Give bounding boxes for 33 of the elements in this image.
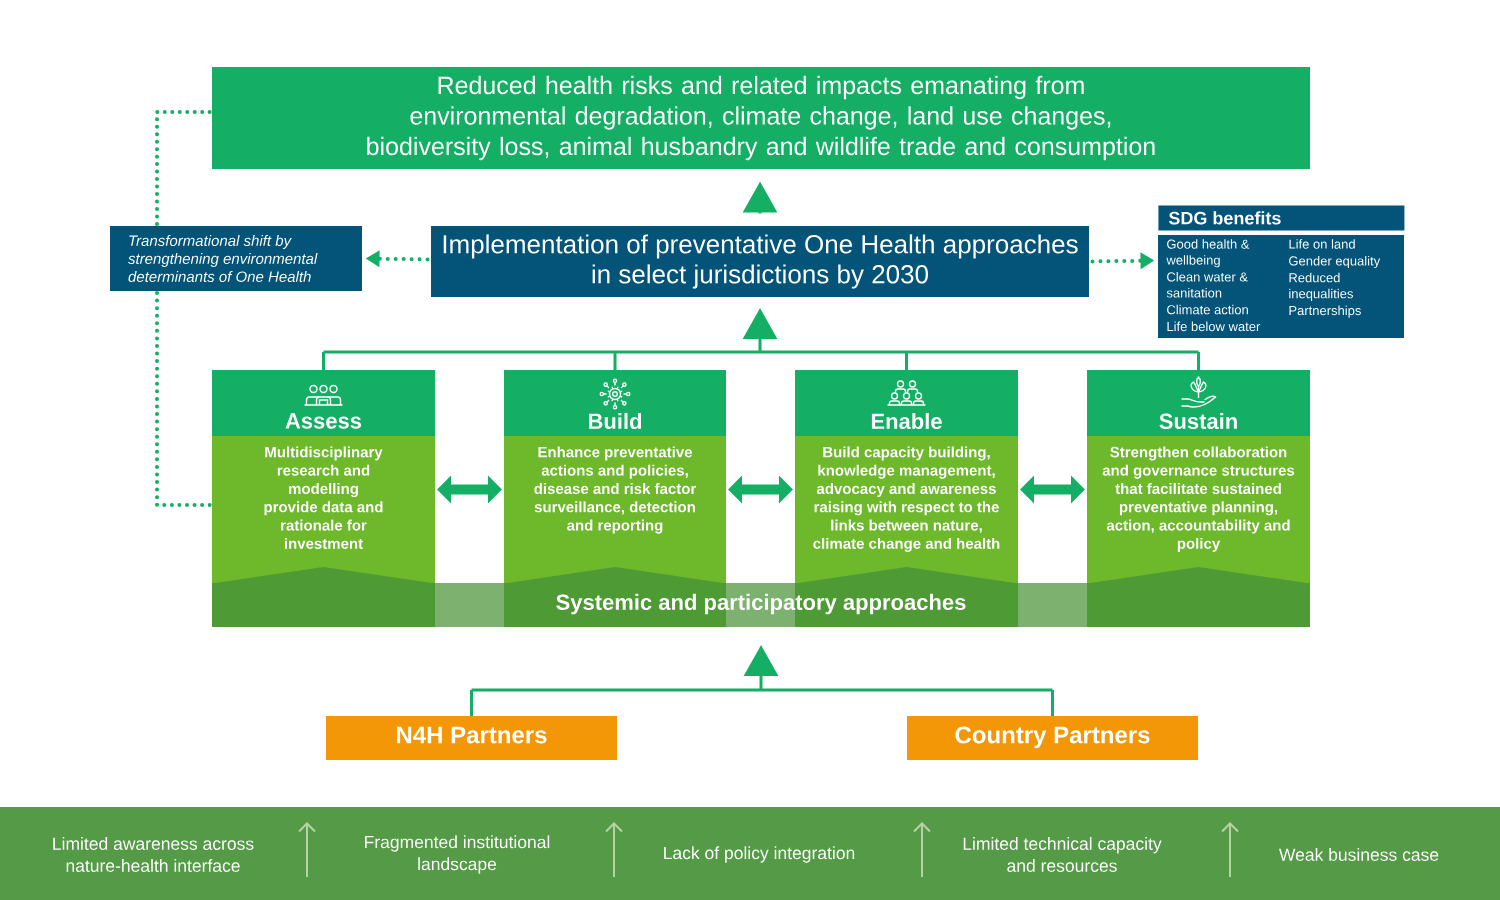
pillar-header: Enable: [795, 370, 1018, 436]
band-text: Lack of policy integration: [664, 846, 855, 863]
list-heading: SDG benefits: [1158, 205, 1405, 231]
double-arrow: [728, 475, 793, 504]
double-arrow: [437, 475, 502, 504]
band-text: Weak business case: [1279, 848, 1439, 861]
dotted-line: [155, 110, 212, 226]
pillar-body: Enhance preventative actions and policies, disease and risk factor surveillance, detection and reporting: [504, 436, 726, 583]
pillar-header: Build: [504, 370, 726, 436]
partner-box: N4H Partners: [326, 716, 617, 760]
pillar-header: Assess: [212, 370, 435, 436]
outcome-box: Reduced health risks and related impacts emanating from environmental degradation, climate change, land use changes, biodiversity loss, animal husbandry and wildlife trade and consumption: [212, 67, 1310, 169]
pillar-body: Build capacity building, knowledge management, advocacy and awareness raising with respect to the links between nature, climate change and health: [795, 436, 1018, 583]
pillar-body: Multidisciplinary research and modelling provide data and rationale for investment: [212, 436, 435, 583]
list-item: Clean water & sanitation: [1166, 272, 1248, 298]
list-item: Climate action: [1167, 304, 1248, 315]
list-item: Good health & wellbeing: [1166, 239, 1250, 268]
band: Systemic and participatory approaches: [212, 567, 1310, 627]
dotted-line: [155, 291, 212, 507]
list-item: Gender equality: [1289, 256, 1381, 269]
list-item: Life below water: [1167, 321, 1261, 332]
list-item: Reduced inequalities: [1289, 272, 1353, 301]
band-text: Limited awareness across nature-health interface: [53, 837, 254, 872]
pillar-header: Sustain: [1087, 370, 1310, 436]
partner-box: Country Partners: [907, 716, 1198, 760]
goal-box: Implementation of preventative One Health approaches in select jurisdictions by 2030: [431, 226, 1089, 297]
double-arrow: [1020, 475, 1085, 504]
band-text: Limited technical capacity and resources: [963, 837, 1162, 872]
text-box: Transformational shift by strengthening environmental determinants of One Health: [110, 226, 362, 291]
list-item: Partnerships: [1289, 305, 1361, 318]
list-item: Life on land: [1289, 239, 1355, 249]
band-text: Fragmented institutional landscape: [365, 835, 550, 874]
pillar-body: Strengthen collaboration and governance structures that facilitate sustained preventative planning, action, accountability and policy: [1087, 436, 1310, 583]
